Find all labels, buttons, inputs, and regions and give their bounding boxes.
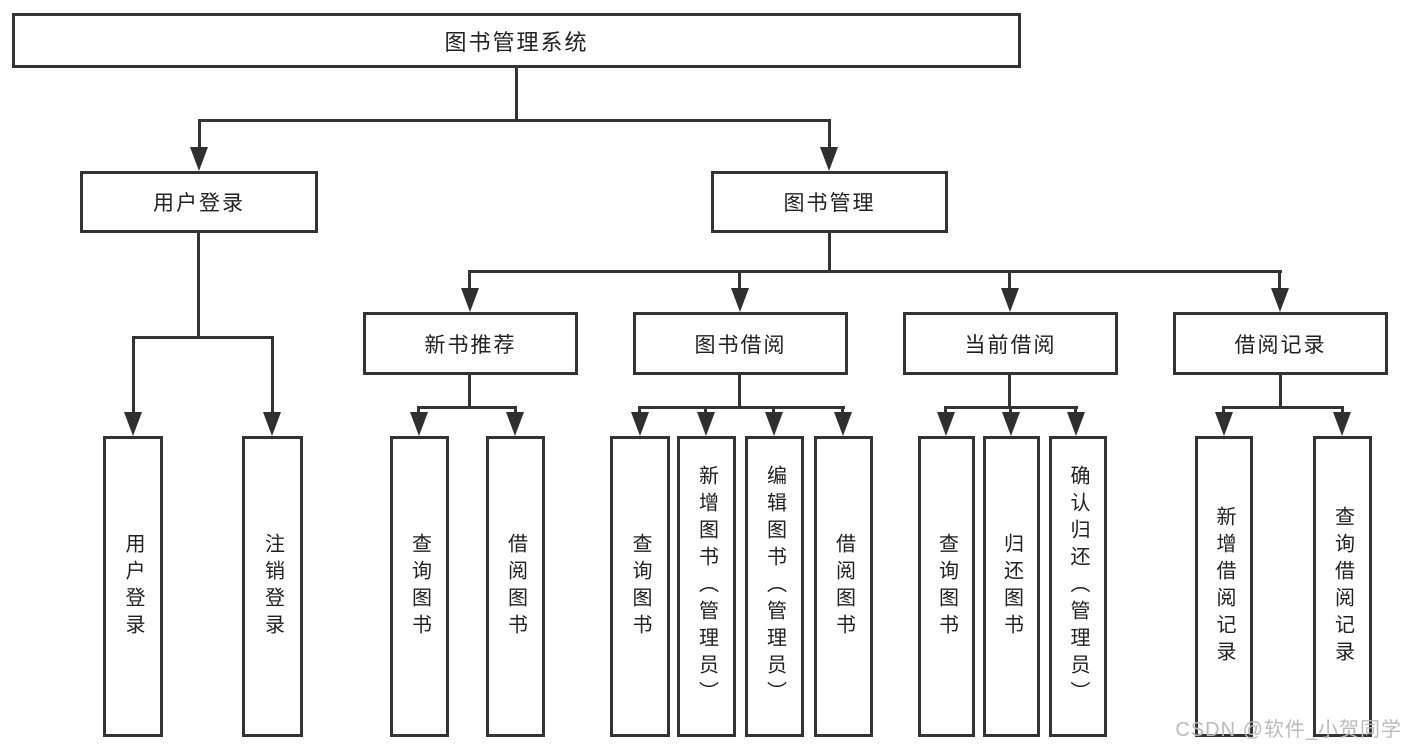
connector-line [828, 233, 831, 272]
arrow-down-icon [1271, 288, 1289, 312]
connector-line [417, 406, 420, 415]
connector-line [1074, 406, 1077, 415]
leaf-label: 归还图书 [1000, 532, 1023, 641]
arrow-down-icon [631, 412, 649, 436]
leaf-query-books-borrow: 查询图书 [610, 436, 670, 737]
connector-line [841, 406, 844, 415]
connector-line [944, 406, 947, 415]
connector-line [198, 119, 831, 122]
leaf-borrow-books-recommend: 借阅图书 [486, 436, 545, 737]
leaf-user-login: 用户登录 [103, 436, 163, 737]
leaf-edit-book-admin: 编辑图书（管理员） [745, 436, 804, 737]
arrow-down-icon [506, 412, 524, 436]
leaf-label: 借阅图书 [504, 532, 527, 641]
node-root-system: 图书管理系统 [12, 13, 1021, 68]
arrow-down-icon [1215, 412, 1233, 436]
connector-line [198, 119, 201, 150]
arrow-down-icon [263, 412, 281, 436]
arrow-down-icon [190, 147, 208, 171]
leaf-label: 查询借阅记录 [1331, 505, 1354, 668]
connector-line [638, 406, 641, 415]
arrow-down-icon [834, 412, 852, 436]
connector-line [738, 375, 741, 408]
leaf-query-borrow-record: 查询借阅记录 [1313, 436, 1372, 737]
arrow-down-icon [731, 288, 749, 312]
connector-line [1008, 270, 1011, 291]
connector-line [271, 336, 274, 414]
leaf-query-books-recommend: 查询图书 [390, 436, 449, 737]
leaf-label: 注销登录 [261, 532, 284, 641]
connector-line [1222, 406, 1225, 415]
connector-line [1223, 406, 1344, 409]
arrow-down-icon [461, 288, 479, 312]
node-book-management: 图书管理 [711, 171, 948, 233]
leaf-add-borrow-record: 新增借阅记录 [1195, 436, 1253, 737]
leaf-borrow-books-borrow: 借阅图书 [814, 436, 873, 737]
connector-line [738, 270, 741, 291]
connector-line [515, 68, 518, 120]
arrow-down-icon [937, 412, 955, 436]
leaf-label: 确认归还（管理员） [1067, 465, 1089, 708]
leaf-label: 借阅图书 [832, 532, 855, 641]
leaf-label: 查询图书 [629, 532, 651, 641]
leaf-label: 新增图书（管理员） [695, 465, 718, 708]
leaf-query-books-current: 查询图书 [918, 436, 975, 737]
connector-line [469, 270, 1282, 273]
connector-line [468, 270, 471, 291]
arrow-down-icon [410, 412, 428, 436]
connector-line [1341, 406, 1344, 415]
connector-line [828, 119, 831, 150]
node-user-login: 用户登录 [80, 171, 318, 233]
leaf-label: 用户登录 [122, 532, 144, 641]
connector-line [418, 406, 517, 409]
connector-line [468, 375, 471, 408]
arrow-down-icon [765, 412, 783, 436]
connector-line [132, 336, 135, 414]
leaf-confirm-return-admin: 确认归还（管理员） [1049, 436, 1107, 737]
leaf-label: 编辑图书（管理员） [763, 465, 786, 708]
node-borrow-records: 借阅记录 [1173, 312, 1388, 375]
connector-line [772, 406, 775, 415]
connector-line [1008, 375, 1011, 408]
connector-line [1009, 406, 1012, 415]
connector-line [1279, 375, 1282, 408]
connector-line [704, 406, 707, 415]
arrow-down-icon [1067, 412, 1085, 436]
connector-line [1278, 270, 1281, 291]
leaf-label: 查询图书 [935, 532, 958, 641]
arrow-down-icon [1333, 412, 1351, 436]
arrow-down-icon [820, 147, 838, 171]
leaf-label: 新增借阅记录 [1213, 505, 1235, 668]
node-book-borrow: 图书借阅 [633, 312, 848, 375]
node-new-book-recommend: 新书推荐 [363, 312, 578, 375]
connector-line [639, 406, 845, 409]
connector-line [197, 233, 200, 338]
leaf-label: 查询图书 [408, 532, 431, 641]
csdn-watermark: CSDN @软件_小贺同学 [1175, 719, 1402, 741]
arrow-down-icon [1002, 412, 1020, 436]
leaf-logout: 注销登录 [242, 436, 303, 737]
connector-line [514, 406, 517, 415]
arrow-down-icon [124, 412, 142, 436]
connector-line [132, 336, 274, 339]
node-current-borrow: 当前借阅 [903, 312, 1118, 375]
arrow-down-icon [697, 412, 715, 436]
leaf-add-book-admin: 新增图书（管理员） [677, 436, 736, 737]
arrow-down-icon [1001, 288, 1019, 312]
leaf-return-book: 归还图书 [983, 436, 1040, 737]
